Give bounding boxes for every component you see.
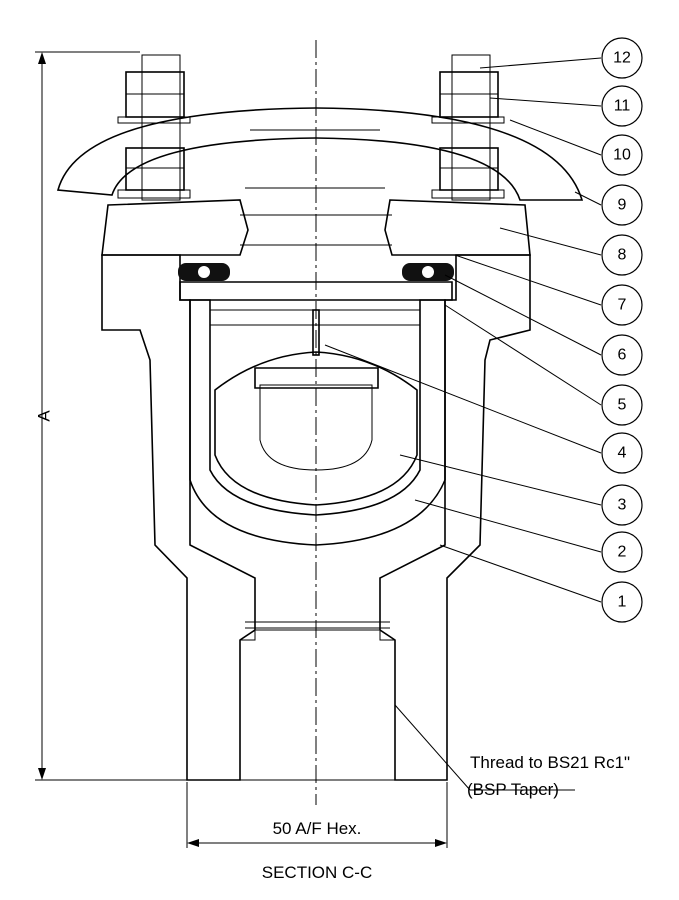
float-guide-part-2 <box>189 299 446 546</box>
svg-text:2: 2 <box>618 544 627 561</box>
balloon-1: 1 <box>601 581 643 623</box>
svg-text:6: 6 <box>618 347 627 364</box>
svg-text:8: 8 <box>618 247 627 264</box>
float-inner-cavity <box>259 384 373 471</box>
nut-right-bottom <box>439 147 499 191</box>
thread-note-line-1: Thread to BS21 Rc1" <box>470 753 630 772</box>
svg-text:1: 1 <box>618 594 627 611</box>
stud-right <box>451 54 491 201</box>
svg-text:9: 9 <box>618 197 627 214</box>
svg-text:10: 10 <box>613 147 631 164</box>
balloon-7: 7 <box>601 284 643 326</box>
body-part-1 <box>101 254 256 781</box>
leader-lines <box>324 57 602 603</box>
washer-left-lower <box>117 189 191 199</box>
svg-text:7: 7 <box>618 297 627 314</box>
cover-part-8 <box>101 199 249 256</box>
stud-left <box>141 54 181 201</box>
balloon-8: 8 <box>601 234 643 276</box>
cover-part-8-right <box>384 199 531 256</box>
svg-text:4: 4 <box>618 445 627 462</box>
svg-text:12: 12 <box>613 50 631 67</box>
dimension-a-label: A <box>35 410 54 422</box>
hood-part-9 <box>56 107 584 201</box>
balloon-3: 3 <box>601 484 643 526</box>
svg-text:5: 5 <box>618 397 627 414</box>
balloon-4: 4 <box>601 432 643 474</box>
balloon-10: 10 <box>601 134 643 176</box>
float-cap <box>254 367 379 389</box>
balloon-6: 6 <box>601 334 643 376</box>
section-title: SECTION C-C <box>262 863 373 882</box>
balloon-2: 2 <box>601 531 643 573</box>
thread-note-line-2: (BSP Taper) <box>467 780 559 799</box>
seat-part-5 <box>179 281 453 301</box>
balloon-9: 9 <box>601 184 643 226</box>
washer-left <box>117 116 191 124</box>
washer-right <box>431 116 505 124</box>
hex-dimension-label: 50 A/F Hex. <box>273 819 362 838</box>
thread-bore <box>239 629 396 781</box>
body-part-1-right <box>379 254 531 781</box>
float-part-3 <box>214 351 418 506</box>
balloon-11: 11 <box>601 85 643 127</box>
balloon-12: 12 <box>601 37 643 79</box>
washer-right-lower <box>431 189 505 199</box>
balloon-5: 5 <box>601 384 643 426</box>
svg-text:3: 3 <box>618 497 627 514</box>
svg-text:11: 11 <box>614 98 631 115</box>
